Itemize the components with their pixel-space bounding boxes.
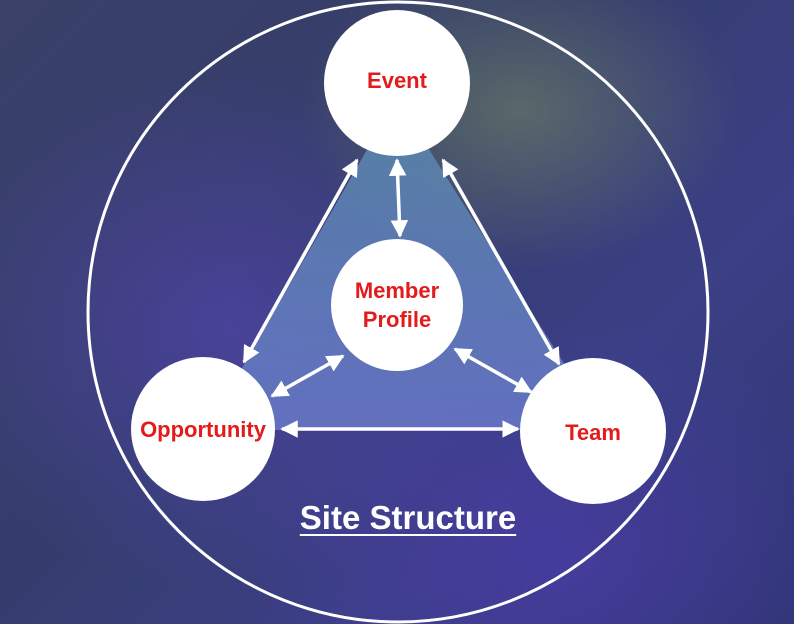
arrow-event-opportunity bbox=[242, 158, 359, 364]
arrow-member-team bbox=[453, 347, 533, 394]
outer-ring bbox=[86, 0, 710, 624]
node-member-profile bbox=[331, 239, 463, 371]
arrow-member-opportunity bbox=[270, 354, 345, 398]
diagram-title: Site Structure bbox=[299, 499, 517, 536]
node-team bbox=[520, 358, 666, 504]
node-opportunity bbox=[131, 357, 275, 501]
label-profile: Profile bbox=[362, 307, 432, 332]
label-member: Member bbox=[354, 278, 440, 303]
label-opportunity: Opportunity bbox=[140, 417, 266, 442]
node-event bbox=[324, 10, 470, 156]
label-member-profile: Member Profile bbox=[337, 276, 457, 334]
arrow-event-member bbox=[388, 158, 409, 238]
label-event: Event bbox=[367, 68, 427, 93]
label-team: Team bbox=[565, 420, 621, 445]
arrow-event-team bbox=[441, 158, 561, 366]
